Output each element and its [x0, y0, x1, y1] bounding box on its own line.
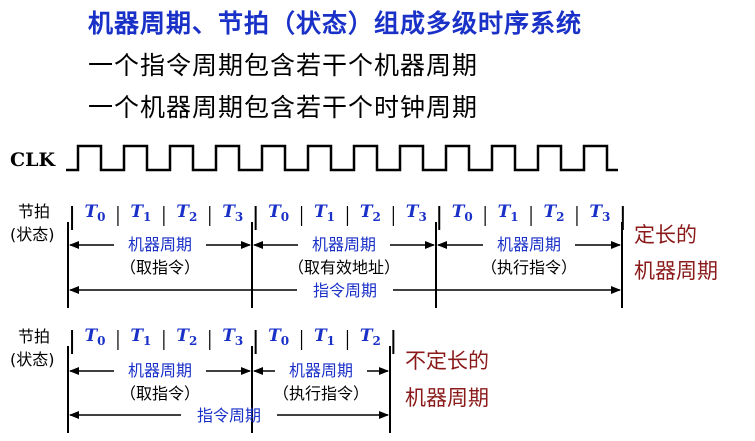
machine-cycle-desc: （取有效地址） — [288, 258, 400, 277]
tstate-label: T0 — [84, 326, 105, 348]
tstate-label: T2 — [176, 326, 197, 348]
variable-note-line2: 机器周期 — [405, 386, 489, 410]
tstate-label: T2 — [360, 202, 381, 224]
tstate-label: T1 — [498, 202, 519, 224]
machine-cycle-desc: （执行指令） — [273, 384, 369, 403]
tstate-label: T3 — [222, 326, 243, 348]
machine-cycle-name: 机器周期 — [128, 235, 192, 254]
variable-machine-cycles: 机器周期 （取指令） 机器周期 （执行指令） 指令周期 — [67, 346, 391, 433]
statement-instruction-cycle: 一个指令周期包含若干个机器周期 — [88, 51, 479, 80]
tstate-label: T1 — [314, 326, 335, 348]
instruction-cycle-label: 指令周期 — [197, 406, 261, 425]
clock-waveform — [66, 144, 618, 172]
tstate-label: T0 — [268, 202, 289, 224]
fixed-machine-cycles: 机器周期 （取指令） 机器周期 （取有效地址） 机器周期 （执行指令） 指令周期 — [67, 222, 623, 308]
tstate-label: T1 — [130, 202, 151, 224]
state-label-top: (状态) — [10, 225, 55, 244]
machine-cycle-name: 机器周期 — [289, 361, 353, 380]
machine-cycle-desc: （执行指令） — [481, 258, 577, 277]
beat-label-top: 节拍 — [18, 202, 50, 221]
fixed-note-line2: 机器周期 — [634, 259, 718, 283]
tstate-label: T0 — [452, 202, 473, 224]
state-label-bottom: (状态) — [10, 350, 55, 369]
variable-tstate-row: T0 T1 T2 T3 T0 T1 T2 — [71, 326, 395, 354]
tstate-label: T1 — [314, 202, 335, 224]
tstate-label: T2 — [360, 326, 381, 348]
machine-cycle-desc: （取指令） — [120, 384, 200, 403]
tstate-label: T3 — [222, 202, 243, 224]
statement-machine-cycle: 一个机器周期包含若干个时钟周期 — [88, 93, 479, 122]
instruction-cycle-label: 指令周期 — [313, 281, 377, 300]
fixed-tstate-row: T0 T1 T2 T3 T0 T1 T2 T3 T0 T1 T2 T3 — [71, 202, 624, 230]
tstate-label: T0 — [84, 202, 105, 224]
beat-label-bottom: 节拍 — [18, 327, 50, 346]
tstate-label: T2 — [543, 202, 564, 224]
tstate-label: T3 — [589, 202, 610, 224]
variable-note-line1: 不定长的 — [405, 349, 489, 373]
tstate-label: T1 — [130, 326, 151, 348]
tstate-label: T0 — [268, 326, 289, 348]
machine-cycle-desc: （取指令） — [120, 258, 200, 277]
diagram-title: 机器周期、节拍（状态）组成多级时序系统 — [88, 9, 583, 38]
tstate-label: T3 — [406, 202, 427, 224]
fixed-note-line1: 定长的 — [634, 223, 697, 247]
machine-cycle-name: 机器周期 — [128, 361, 192, 380]
clk-label: CLK — [10, 149, 56, 171]
machine-cycle-name: 机器周期 — [497, 235, 561, 254]
tstate-label: T2 — [176, 202, 197, 224]
machine-cycle-name: 机器周期 — [312, 235, 376, 254]
